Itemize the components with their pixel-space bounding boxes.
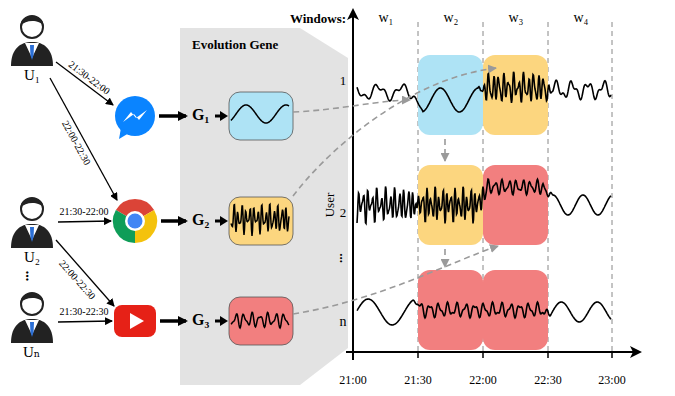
ellipsis: ... — [23, 271, 37, 282]
time-tick: 21:30 — [404, 374, 431, 386]
user-node: U₂ — [8, 190, 56, 270]
activity-wave — [357, 299, 611, 325]
user-label: U₁ — [24, 68, 40, 83]
window-label: w₁ — [379, 11, 394, 25]
gene-box — [228, 195, 294, 247]
row-label: 1 — [340, 74, 347, 87]
user-label: Uₙ — [23, 345, 40, 360]
chrome-icon — [113, 199, 157, 243]
row-label: n — [340, 315, 347, 329]
ellipsis: ... — [338, 253, 351, 263]
axis-title: Windows: — [290, 12, 346, 25]
gene-node: G₂ — [190, 195, 302, 247]
time-tick: 21:00 — [339, 374, 366, 386]
axis-title: User — [323, 193, 336, 218]
user-node: Uₙ — [8, 285, 56, 365]
activity-waves — [357, 72, 611, 325]
messenger-icon — [115, 96, 155, 139]
gene-box — [228, 90, 294, 142]
axes — [346, 10, 640, 360]
window-label: w₃ — [509, 11, 524, 25]
time-range: 21:30-22:30 — [59, 307, 110, 317]
row-label: 2 — [340, 206, 347, 219]
axis-ticks — [418, 352, 612, 358]
time-tick: 23:00 — [598, 374, 625, 386]
activity-wave — [357, 72, 611, 112]
time-tick: 22:00 — [469, 374, 496, 386]
gene-label: G₁ — [192, 107, 209, 123]
time-tick: 22:30 — [534, 374, 561, 386]
youtube-icon — [114, 305, 156, 337]
user-icon — [8, 285, 56, 343]
panel-heading: Evolution Gene — [192, 38, 278, 51]
usage-arrows — [50, 62, 117, 322]
user-icon — [8, 8, 56, 66]
gene-node: G₃ — [190, 295, 302, 347]
gene-node: G₁ — [190, 90, 302, 142]
activity-wave — [357, 179, 611, 223]
gene-label: G₃ — [192, 312, 209, 328]
window-label: w₄ — [574, 11, 589, 25]
user-icon — [8, 190, 56, 248]
time-range: 21:30-22:00 — [66, 59, 113, 98]
user-node: U₁ — [8, 8, 56, 88]
window-label: w₂ — [444, 11, 459, 25]
time-range: 21:30-22:00 — [59, 207, 110, 217]
gene-label: G₂ — [192, 212, 209, 228]
gene-box — [228, 295, 294, 347]
user-label: U₂ — [24, 250, 40, 265]
